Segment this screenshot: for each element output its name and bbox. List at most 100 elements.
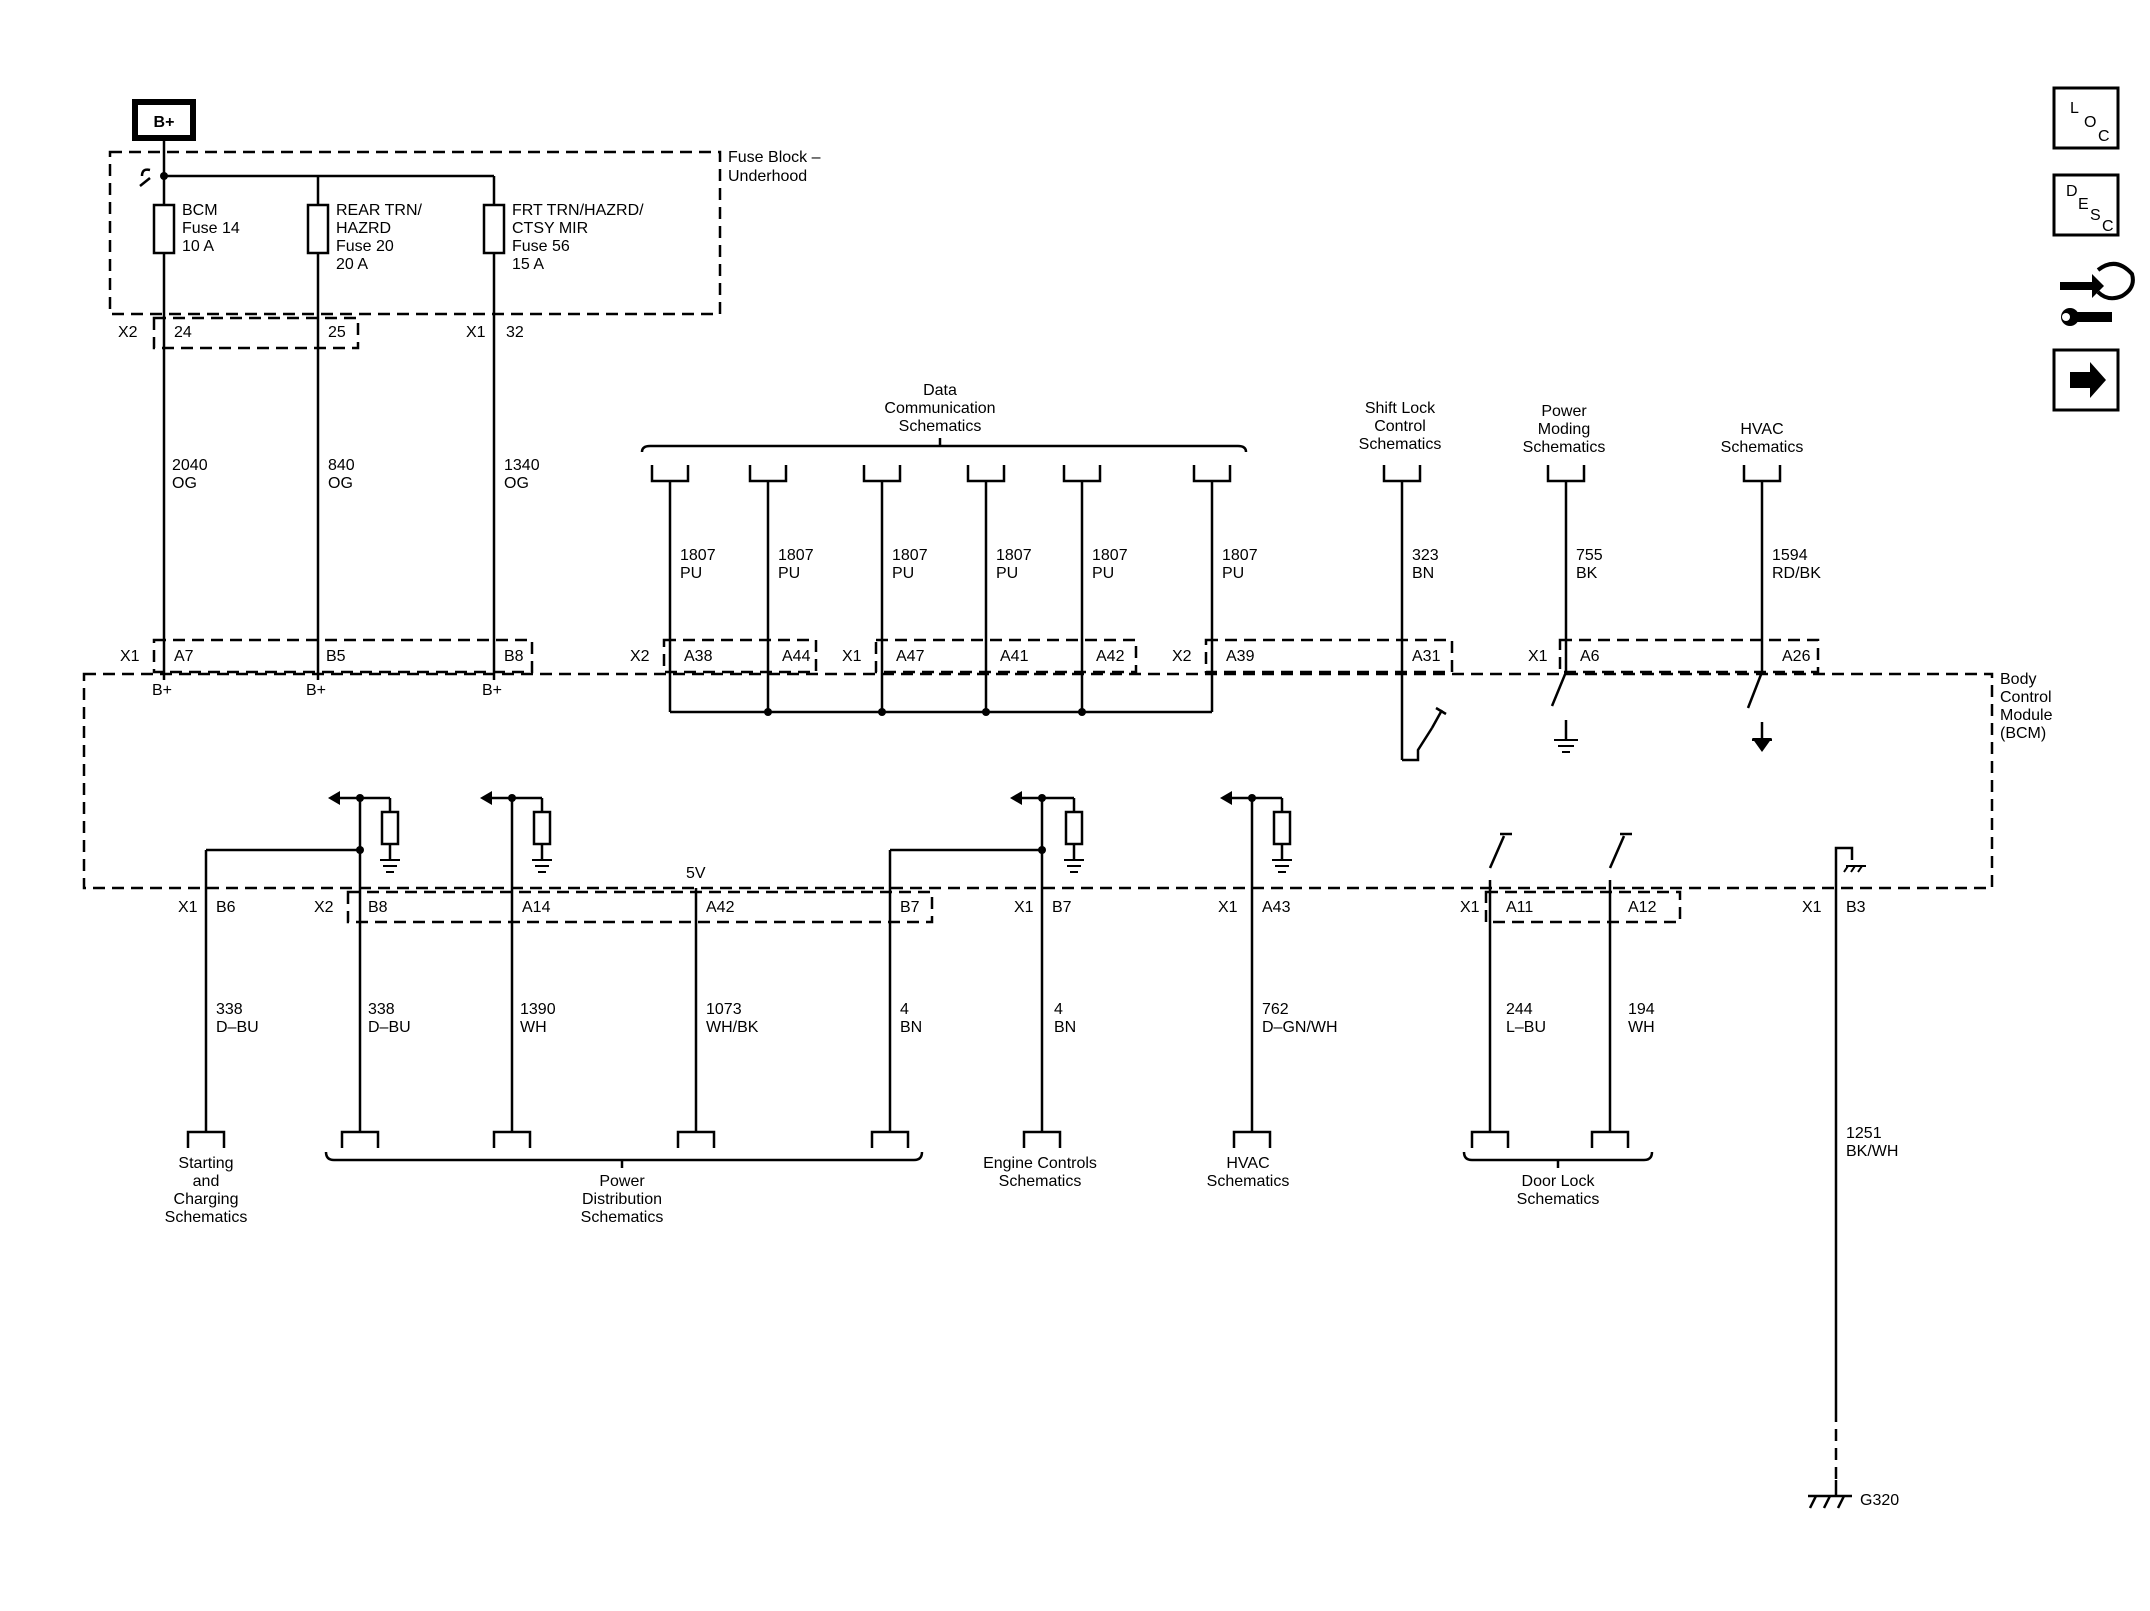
svg-text:Data: Data — [923, 382, 957, 399]
svg-text:2040: 2040 — [172, 457, 208, 474]
svg-text:Power: Power — [599, 1173, 645, 1190]
bplus-b8: B+ — [482, 682, 502, 699]
five-volt-label: 5V — [686, 865, 706, 882]
svg-text:755: 755 — [1576, 547, 1603, 564]
svg-text:4: 4 — [900, 1001, 909, 1018]
svg-text:338: 338 — [368, 1001, 395, 1018]
svg-text:Module: Module — [2000, 707, 2053, 724]
svg-text:A38: A38 — [684, 648, 713, 665]
bcm-module-outline — [82, 672, 1994, 890]
fuse-20-label: REAR TRN/ HAZRD Fuse 20 20 A — [336, 202, 422, 273]
repair-procedures-icon[interactable] — [2060, 262, 2135, 326]
svg-text:B7: B7 — [1052, 899, 1072, 916]
next-arrow-button[interactable] — [2052, 348, 2120, 412]
engine-controls-reference: Engine Controls Schematics — [983, 1155, 1097, 1190]
fuse-56-symbol — [482, 203, 506, 255]
svg-text:A42: A42 — [1096, 648, 1125, 665]
svg-text:and: and — [193, 1173, 220, 1190]
svg-text:338: 338 — [216, 1001, 243, 1018]
svg-text:Control: Control — [2000, 689, 2052, 706]
svg-text:BCM: BCM — [182, 202, 218, 219]
svg-text:RD/BK: RD/BK — [1772, 565, 1821, 582]
svg-text:Moding: Moding — [1538, 421, 1590, 438]
svg-text:15 A: 15 A — [512, 256, 544, 273]
wire-840: 840 OG — [328, 457, 355, 492]
svg-text:Communication: Communication — [884, 400, 995, 417]
svg-text:X2: X2 — [1172, 648, 1192, 665]
svg-text:X1: X1 — [178, 899, 198, 916]
power-distribution-reference: Power Distribution Schematics — [581, 1173, 664, 1226]
svg-text:PU: PU — [778, 565, 800, 582]
data-communication-reference: Data Communication Schematics — [640, 382, 1248, 453]
svg-text:D–BU: D–BU — [368, 1019, 411, 1036]
svg-text:X1: X1 — [1802, 899, 1822, 916]
svg-text:Door Lock: Door Lock — [1522, 1173, 1596, 1190]
svg-text:1807: 1807 — [1222, 547, 1258, 564]
svg-text:Schematics: Schematics — [899, 418, 982, 435]
svg-text:E: E — [2078, 196, 2089, 213]
svg-text:A39: A39 — [1226, 648, 1255, 665]
svg-text:Schematics: Schematics — [581, 1209, 664, 1226]
svg-text:A26: A26 — [1782, 648, 1811, 665]
svg-text:HAZRD: HAZRD — [336, 220, 391, 237]
svg-text:Charging: Charging — [174, 1191, 239, 1208]
svg-text:C: C — [2098, 128, 2110, 145]
svg-text:A12: A12 — [1628, 899, 1657, 916]
svg-text:1340: 1340 — [504, 457, 540, 474]
door-lock-reference: Door Lock Schematics — [1517, 1173, 1600, 1208]
bottom-reference-connectors — [186, 1130, 1654, 1168]
svg-text:10 A: 10 A — [182, 238, 214, 255]
svg-text:OG: OG — [172, 475, 197, 492]
svg-text:1807: 1807 — [996, 547, 1032, 564]
svg-text:Engine Controls: Engine Controls — [983, 1155, 1097, 1172]
svg-text:A31: A31 — [1412, 648, 1441, 665]
svg-text:A11: A11 — [1506, 899, 1533, 916]
svg-text:BK: BK — [1576, 565, 1598, 582]
svg-text:Control: Control — [1374, 418, 1426, 435]
svg-text:20 A: 20 A — [336, 256, 368, 273]
svg-text:B8: B8 — [504, 648, 524, 665]
bcm-module-label: Body Control Module (BCM) — [2000, 671, 2053, 742]
arrow-right-icon — [2070, 362, 2106, 398]
svg-text:1807: 1807 — [1092, 547, 1128, 564]
svg-text:HVAC: HVAC — [1226, 1155, 1269, 1172]
svg-text:L: L — [2070, 100, 2079, 117]
fuse-block-subtitle: Underhood — [728, 168, 807, 185]
svg-text:Distribution: Distribution — [582, 1191, 662, 1208]
svg-text:BN: BN — [1054, 1019, 1076, 1036]
svg-text:1807: 1807 — [680, 547, 716, 564]
svg-text:1807: 1807 — [892, 547, 928, 564]
svg-text:A43: A43 — [1262, 899, 1291, 916]
svg-text:C: C — [2102, 218, 2114, 235]
starting-charging-reference: Starting and Charging Schematics — [165, 1155, 248, 1226]
svg-text:A42: A42 — [706, 899, 735, 916]
svg-text:X2: X2 — [630, 648, 650, 665]
svg-text:FRT TRN/HAZRD/: FRT TRN/HAZRD/ — [512, 202, 644, 219]
svg-text:Shift Lock: Shift Lock — [1365, 400, 1436, 417]
ground-g320: G320 — [1808, 1480, 1899, 1509]
svg-text:X2: X2 — [314, 899, 334, 916]
svg-text:X1: X1 — [120, 648, 140, 665]
svg-text:A14: A14 — [522, 899, 551, 916]
svg-text:X1: X1 — [1014, 899, 1034, 916]
svg-text:(BCM): (BCM) — [2000, 725, 2046, 742]
svg-text:1390: 1390 — [520, 1001, 556, 1018]
svg-text:B5: B5 — [326, 648, 346, 665]
fuse-14-symbol — [152, 203, 176, 255]
svg-text:A41: A41 — [1000, 648, 1029, 665]
description-button[interactable]: D E S C — [2052, 173, 2120, 237]
svg-text:BN: BN — [1412, 565, 1434, 582]
svg-text:A47: A47 — [896, 648, 925, 665]
svg-text:A44: A44 — [782, 648, 811, 665]
svg-text:S: S — [2090, 207, 2101, 224]
svg-text:762: 762 — [1262, 1001, 1289, 1018]
svg-text:PU: PU — [996, 565, 1018, 582]
hvac-top-reference: HVAC Schematics 1594 RD/BK — [1721, 421, 1821, 752]
location-button[interactable]: L O C — [2052, 86, 2120, 150]
fuse-block-connector-x1: X1 32 — [466, 324, 524, 341]
fuse-14-label: BCM Fuse 14 10 A — [182, 202, 240, 255]
svg-text:BN: BN — [900, 1019, 922, 1036]
data-wire-labels: 1807 PU 1807 PU 1807 PU 1807 PU 1807 PU … — [680, 547, 1258, 582]
svg-text:Schematics: Schematics — [999, 1173, 1082, 1190]
